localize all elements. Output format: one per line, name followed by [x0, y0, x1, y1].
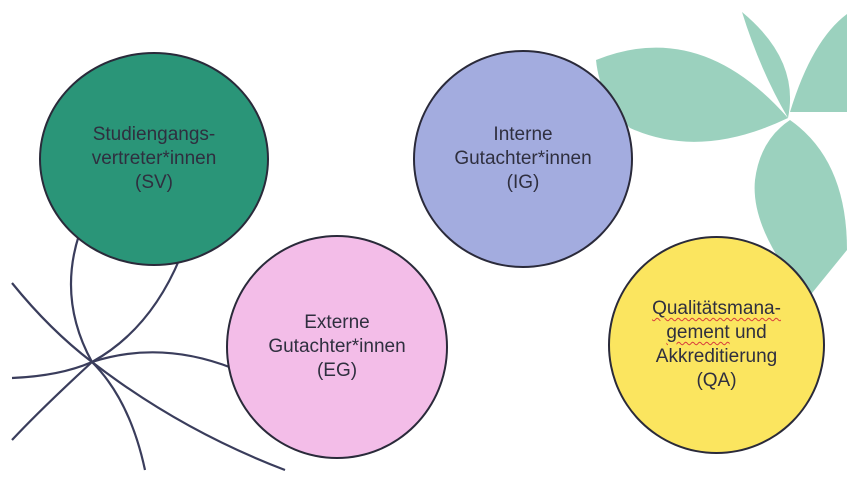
sv-label-line-1: Studiengangs-: [92, 124, 216, 145]
circle-eg: Externe Gutachter*innen (EG): [226, 235, 448, 459]
ig-label-line-2: Gutachter*innen: [454, 148, 592, 169]
curve-line-1: [69, 234, 93, 363]
ig-label-line-1: Interne: [493, 124, 553, 145]
eg-label-line-3: (EG): [316, 360, 358, 381]
qa-label-line-4: (QA): [696, 370, 737, 391]
curve-line-2: [11, 257, 182, 441]
circle-ig: Interne Gutachter*innen (IG): [413, 50, 633, 268]
leaf-petal-lower: [754, 120, 847, 298]
ig-label-line-3: (IG): [506, 172, 540, 193]
eg-label-line-2: Gutachter*innen: [268, 336, 406, 357]
eg-label-line-1: Externe: [304, 312, 370, 333]
leaf-petal-top-right: [790, 14, 847, 112]
curve-line-4: [11, 351, 233, 380]
sv-label-line-2: vertreter*innen: [91, 148, 217, 169]
qa-label-line-2: gement und: [666, 321, 766, 345]
qa-label-line-2-word: gement: [666, 322, 730, 343]
circle-sv: Studiengangs- vertreter*innen (SV): [39, 52, 269, 266]
leaf-decoration: [596, 12, 847, 298]
leaf-petal-left: [596, 47, 788, 142]
leaf-petal-top: [742, 12, 791, 118]
circle-qa: Qualitätsmana- gement und Akkreditierung…: [608, 236, 825, 454]
curve-line-5: [91, 361, 286, 472]
qa-label-line-2-rest: und: [729, 322, 767, 343]
curved-lines-decoration: [11, 234, 286, 472]
qa-label-line-3: Akkreditierung: [655, 346, 778, 367]
sv-label-line-3: (SV): [135, 172, 173, 193]
qa-label-line-1: Qualitätsmana-: [652, 298, 781, 319]
